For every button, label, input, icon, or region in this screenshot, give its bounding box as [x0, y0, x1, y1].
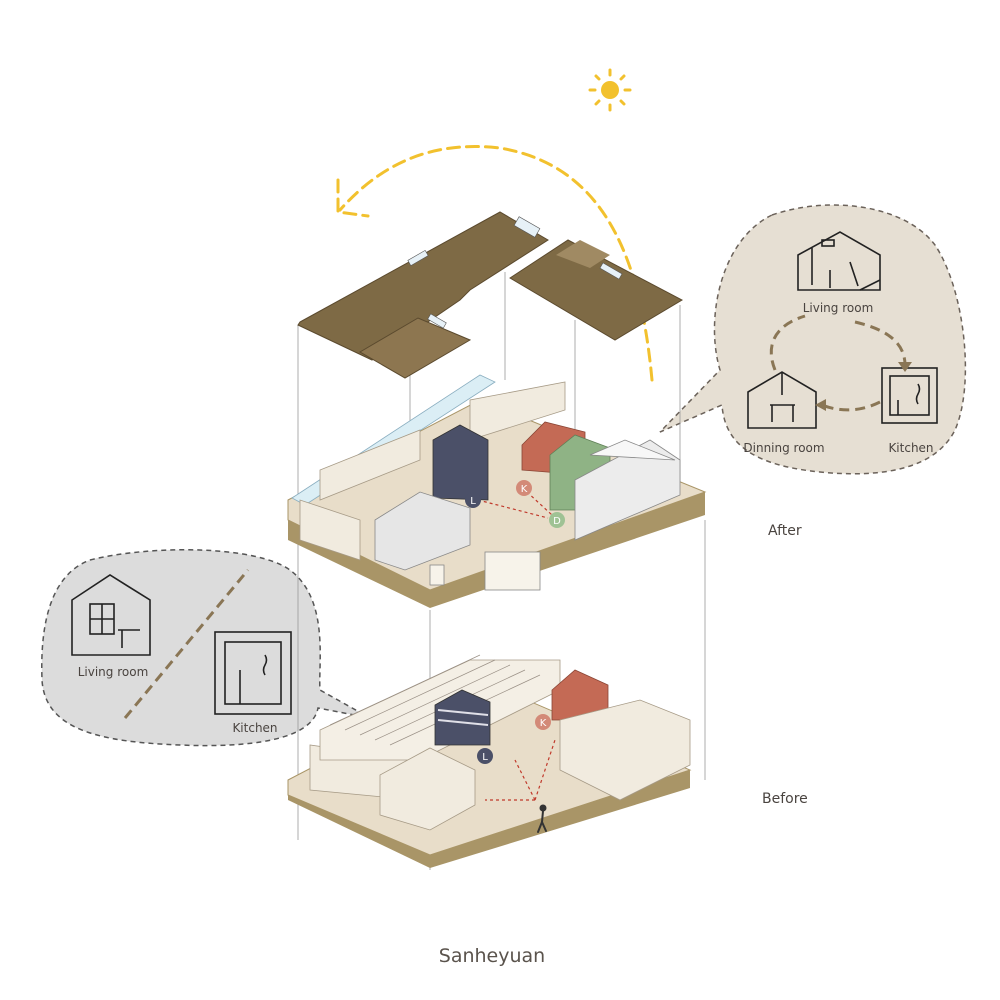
after-layout-bubble: Living room Dinning room Kitchen: [659, 204, 967, 475]
before-living-badge: [477, 748, 493, 764]
separation-line: [123, 569, 250, 719]
before-living-room-sketch: [71, 574, 151, 656]
diagram-title: Sanheyuan: [439, 945, 545, 967]
svg-text:K: K: [540, 718, 547, 729]
before-layout-bubble: Living room Kitchen: [41, 549, 371, 747]
svg-text:D: D: [553, 516, 561, 527]
before-kitchen-sketch: [214, 631, 292, 715]
after-dining-badge: [549, 512, 565, 528]
after-model: L K D: [287, 374, 707, 608]
after-kitchen-label: Kitchen: [888, 441, 933, 455]
after-kitchen-sketch: [881, 367, 938, 424]
after-living-room-sketch: [797, 231, 881, 291]
roof-layer: [297, 211, 684, 379]
after-dining-room-label: Dinning room: [743, 441, 824, 455]
after-living-room-label: Living room: [803, 301, 874, 315]
before-living-room-label: Living room: [78, 665, 149, 679]
person-icon: [537, 804, 547, 833]
svg-text:L: L: [470, 496, 476, 507]
svg-text:L: L: [482, 752, 488, 763]
after-label: After: [768, 523, 802, 539]
svg-text:K: K: [521, 484, 528, 495]
before-label: Before: [762, 791, 808, 807]
before-kitchen-label: Kitchen: [232, 721, 277, 735]
sun-icon: [588, 68, 632, 112]
after-kitchen-badge: [516, 480, 532, 496]
after-dining-room-sketch: [747, 371, 817, 429]
before-model: L K: [287, 654, 692, 868]
after-circulation-arrows: [769, 314, 907, 412]
before-kitchen-badge: [535, 714, 551, 730]
after-living-badge: [465, 492, 481, 508]
